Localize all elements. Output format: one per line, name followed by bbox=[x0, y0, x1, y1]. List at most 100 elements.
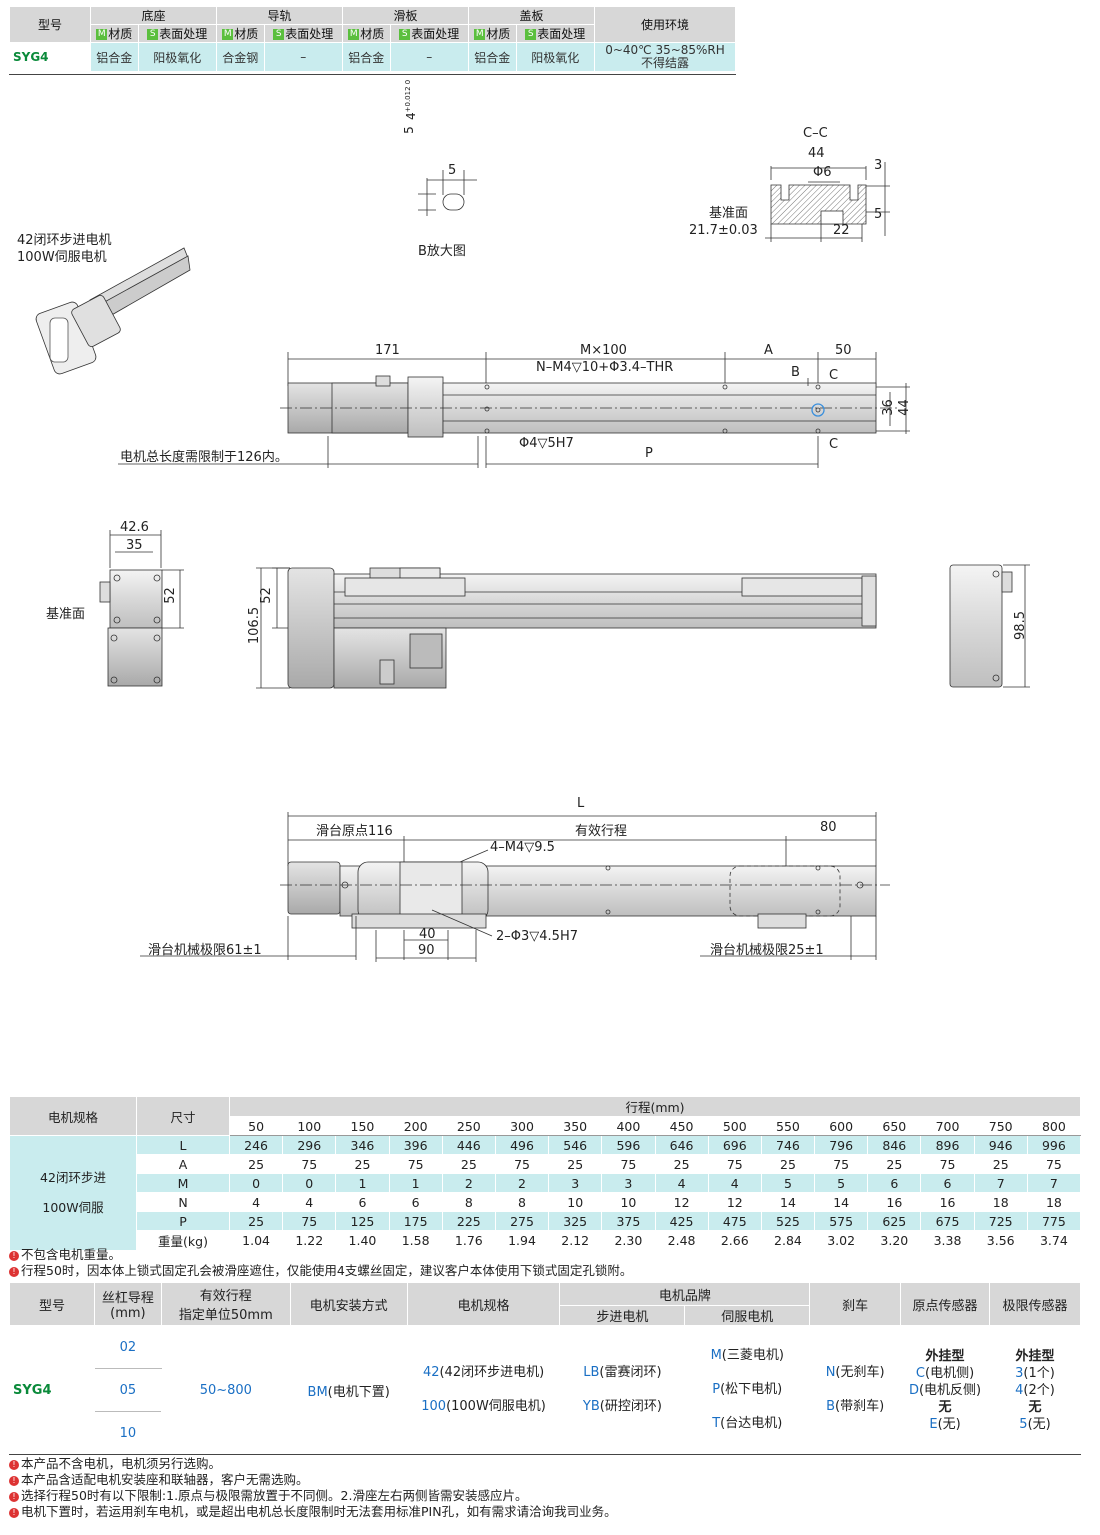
top-dim-p: P bbox=[645, 446, 653, 461]
bottom-limit-left: 滑台机械极限61±1 bbox=[148, 943, 262, 958]
top-dim-36: 36 bbox=[880, 399, 896, 416]
size-name-cell: M bbox=[136, 1173, 230, 1193]
value-cell: 2.30 bbox=[601, 1230, 656, 1251]
value-cell: 375 bbox=[601, 1211, 656, 1231]
value-cell: 546 bbox=[548, 1135, 603, 1155]
value-cell: 1 bbox=[388, 1173, 443, 1193]
b-dim-5v: 5 bbox=[401, 126, 416, 134]
note-icon: ! bbox=[9, 1491, 19, 1502]
stroke-col-header: 800 bbox=[1026, 1116, 1082, 1136]
side-ref: 基准面 bbox=[46, 607, 86, 622]
m-tag-icon: M bbox=[222, 29, 234, 40]
value-cell: 75 bbox=[282, 1211, 337, 1231]
value-cell: 4 bbox=[282, 1192, 337, 1212]
lead-05: 05 bbox=[93, 1368, 162, 1412]
stroke-col-header: 500 bbox=[707, 1116, 762, 1136]
value-cell: 275 bbox=[494, 1211, 550, 1231]
m-tag-icon: M bbox=[348, 29, 360, 40]
value-cell: 6 bbox=[335, 1192, 390, 1212]
value-cell: 175 bbox=[388, 1211, 443, 1231]
m-tag-icon: M bbox=[96, 29, 108, 40]
isometric-motor-thumbnail bbox=[35, 247, 191, 375]
stroke-col-header: 300 bbox=[494, 1116, 550, 1136]
value-cell: 75 bbox=[1026, 1154, 1082, 1174]
value-cell: 75 bbox=[282, 1154, 337, 1174]
value-cell: 3.56 bbox=[973, 1230, 1028, 1251]
technical-drawing bbox=[35, 162, 1030, 962]
size-name-cell: N bbox=[136, 1192, 230, 1212]
value-cell: 12 bbox=[654, 1192, 709, 1212]
divider bbox=[9, 74, 736, 75]
bottom-dim-l: L bbox=[577, 796, 585, 811]
origin-options: 外挂型 C(电机侧) D(电机反侧) 无 E(无) bbox=[900, 1325, 990, 1455]
header-brake: 刹车 bbox=[809, 1282, 902, 1326]
value-cell: 6 bbox=[867, 1173, 922, 1193]
header-servo: 伺服电机 bbox=[684, 1305, 811, 1326]
value-cell: 5 bbox=[814, 1173, 869, 1193]
value-cell: 16 bbox=[867, 1192, 922, 1212]
value-cell: 75 bbox=[601, 1154, 656, 1174]
value-cell: 25 bbox=[973, 1154, 1028, 1174]
motor-limit-note: 电机总长度需限制于126内。 bbox=[120, 450, 288, 465]
note-4: !电机下置时，若运用刹车电机，或是超出电机总长度限制时无法套用标准PIN孔，如有… bbox=[9, 1504, 617, 1520]
header-stroke: 有效行程指定单位50mm bbox=[160, 1282, 291, 1326]
stroke-col-header: 150 bbox=[335, 1116, 390, 1136]
value-cell: 75 bbox=[707, 1154, 762, 1174]
value-cell: 1 bbox=[335, 1173, 390, 1193]
value-cell: 475 bbox=[707, 1211, 762, 1231]
size-name-cell: 重量(kg) bbox=[136, 1230, 230, 1251]
value-cell: 75 bbox=[920, 1154, 975, 1174]
value-cell: 25 bbox=[228, 1154, 284, 1174]
note-icon: ! bbox=[9, 1250, 19, 1261]
value-cell: 25 bbox=[441, 1154, 496, 1174]
note-1: !不包含电机重量。 bbox=[9, 1247, 632, 1263]
value-cell: 325 bbox=[548, 1211, 603, 1231]
value-cell: 0 bbox=[282, 1173, 337, 1193]
value-cell: 25 bbox=[867, 1154, 922, 1174]
value-cell: 3.38 bbox=[920, 1230, 975, 1251]
note-icon: ! bbox=[9, 1507, 19, 1518]
cc-dim-phi6: Φ6 bbox=[813, 165, 832, 180]
top-dim-44: 44 bbox=[896, 399, 912, 416]
value-cell: 2.12 bbox=[548, 1230, 603, 1251]
m-tag-icon: M bbox=[474, 29, 486, 40]
value-cell: 625 bbox=[867, 1211, 922, 1231]
servo-options: M(三菱电机) P(松下电机) T(台达电机) bbox=[684, 1325, 811, 1455]
value-cell: 6 bbox=[388, 1192, 443, 1212]
value-cell: 10 bbox=[601, 1192, 656, 1212]
stroke-col-header: 450 bbox=[654, 1116, 709, 1136]
order-model: SYG4 bbox=[9, 1325, 95, 1455]
stroke-notes: !不包含电机重量。 !行程50时，因本体上锁式固定孔会被滑座遮住，仅能使用4支螺… bbox=[9, 1247, 632, 1279]
front-dim-52: 52 bbox=[258, 587, 274, 604]
top-b-label: B bbox=[791, 365, 800, 380]
value-cell: 12 bbox=[707, 1192, 762, 1212]
value-cell: 4 bbox=[654, 1173, 709, 1193]
note-1: !本产品不含电机，电机须另行选购。 bbox=[9, 1456, 617, 1472]
value-cell: 946 bbox=[973, 1135, 1028, 1155]
value-cell: 75 bbox=[494, 1154, 550, 1174]
bottom-dim-80: 80 bbox=[820, 820, 837, 835]
value-cell: 896 bbox=[920, 1135, 975, 1155]
stroke-col-header: 700 bbox=[920, 1116, 975, 1136]
lead-02: 02 bbox=[93, 1325, 162, 1369]
value-cell: 8 bbox=[494, 1192, 550, 1212]
value-cell: 2.66 bbox=[707, 1230, 762, 1251]
stroke-col-header: 50 bbox=[228, 1116, 284, 1136]
note-icon: ! bbox=[9, 1475, 19, 1486]
bottom-limit-right: 滑台机械极限25±1 bbox=[710, 943, 824, 958]
top-dim-a: A bbox=[764, 343, 773, 358]
header-stroke: 行程(mm) bbox=[229, 1096, 1081, 1117]
header-model: 型号 bbox=[9, 6, 91, 43]
value-cell: 18 bbox=[1026, 1192, 1082, 1212]
top-c-label-2: C bbox=[829, 437, 839, 452]
value-cell: 25 bbox=[548, 1154, 603, 1174]
value-cell: 铝合金 bbox=[467, 42, 517, 72]
cc-dim-22: 22 bbox=[833, 223, 850, 238]
stroke-col-header: 600 bbox=[814, 1116, 869, 1136]
value-cell: 775 bbox=[1026, 1211, 1082, 1231]
value-cell: 14 bbox=[760, 1192, 816, 1212]
